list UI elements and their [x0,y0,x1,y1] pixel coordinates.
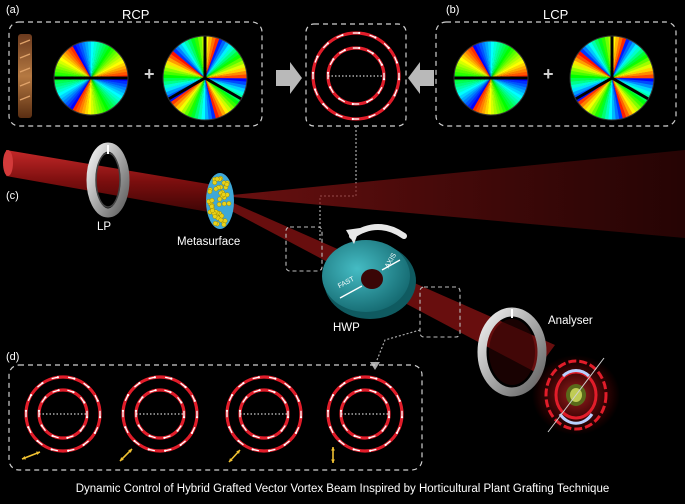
phase-map-three-sector [163,36,247,120]
phase-map-half-split [454,41,528,115]
lp-label: LP [97,221,111,233]
phase-map-three-sector [570,36,654,120]
polarization-states [25,376,403,452]
hwp-label: HWP [333,322,360,334]
panel-c-tag: (c) [6,190,19,202]
output-beam-pattern [532,355,620,435]
vector-vortex-field [312,32,400,120]
dotted-connector [375,330,420,365]
diffracted-beam-upper [222,150,685,238]
phase-map-half-split [54,41,128,115]
laser-beam [3,150,220,214]
panel-b-tag: (b) [446,4,459,16]
panel-a-title: RCP [122,7,149,22]
connector-arrowhead [370,362,380,370]
center-field-box [306,24,406,126]
metasurface-label: Metasurface [177,236,240,248]
panel-d-box [9,365,422,470]
plus-sign: + [144,64,155,85]
panel-b-title: LCP [543,7,568,22]
panel-d-tag: (d) [6,351,19,363]
left-arrow-icon [408,62,434,94]
analyser-label: Analyser [548,315,593,327]
figure-caption: Dynamic Control of Hybrid Grafted Vector… [0,483,685,495]
metasurface-disc [206,173,234,229]
right-arrow-icon [276,62,302,94]
half-wave-plate [322,240,416,319]
plus-sign: + [543,64,554,85]
analyser-ring [482,309,542,392]
panel-a-tag: (a) [6,4,19,16]
plant-graft-icon [18,34,32,118]
dotted-connector [320,126,356,240]
